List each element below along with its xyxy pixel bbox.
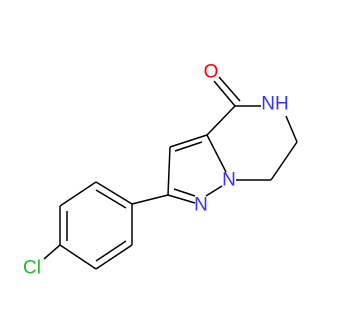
bond-c3a-c3-inner [174, 141, 203, 152]
bond-c3a-c4 [206, 105, 236, 136]
bond-ar5-ar6-inner [95, 240, 127, 262]
bond-c4-o-outer [213, 80, 236, 107]
bond-ar5-ar6 [95, 244, 133, 270]
bond-c4-o-inner [218, 76, 241, 102]
bond-ar2-ar3 [59, 181, 97, 207]
bond-c2-n1-inner [173, 188, 196, 197]
atom-n-pyrazole: N [194, 195, 208, 216]
atom-nh: NH [261, 94, 288, 115]
bond-c3-c2 [167, 146, 171, 196]
bond-c6-c7 [270, 141, 298, 181]
bond-ar4-ar5 [59, 244, 97, 270]
bond-c3a-c3 [169, 134, 208, 148]
chlorophenyl-ring [59, 181, 133, 270]
bond-c2-n1 [167, 194, 196, 204]
bond-n1-n7a [205, 185, 223, 197]
bond-ar4-cl [43, 244, 61, 260]
atom-oxygen: O [204, 62, 219, 83]
bond-ar1-ar2-inner [95, 189, 127, 209]
pyrazole-ring [167, 134, 227, 204]
atom-n-bridge: N [222, 170, 236, 191]
lactam-ring [206, 76, 298, 181]
bond-n5-c6 [285, 115, 298, 143]
bond-n7a-c3a [206, 134, 227, 173]
atom-chlorine: Cl [23, 258, 41, 279]
bond-ar1-ar2 [95, 181, 133, 205]
bond-c2-aryl [131, 194, 169, 205]
